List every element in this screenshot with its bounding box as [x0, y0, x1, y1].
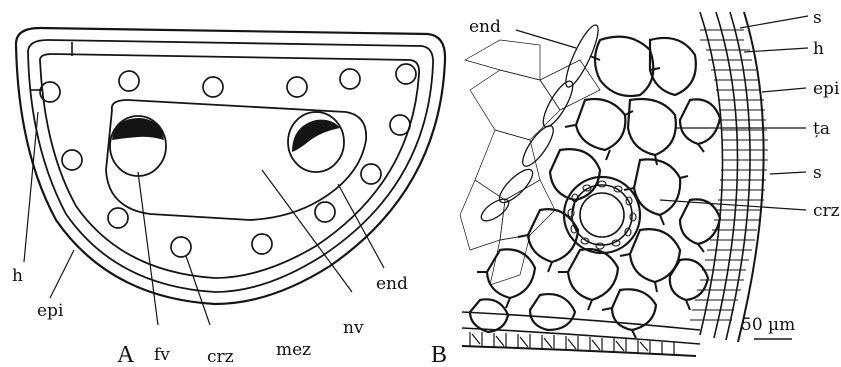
- label-crz-a: crz: [207, 347, 234, 367]
- label-end-a: end: [376, 274, 408, 294]
- label-s-top-b: s: [813, 8, 822, 28]
- leader-lines-a: [24, 112, 384, 325]
- canal: [396, 64, 416, 84]
- canal: [203, 77, 223, 97]
- panel-label-b: B: [431, 342, 447, 367]
- label-s-mid-b: s: [813, 163, 822, 183]
- panel-a-diagram: h epi fv crz mez nv end A: [12, 28, 445, 367]
- panel-label-a: A: [117, 342, 135, 367]
- canal: [171, 237, 191, 257]
- vascular-bundle-right: [288, 112, 344, 172]
- vascular-bundle-b: [564, 177, 640, 253]
- canal: [287, 77, 307, 97]
- label-crz-b: crz: [813, 201, 840, 221]
- label-fv-a: fv: [154, 345, 170, 365]
- label-h-b: h: [813, 39, 824, 59]
- label-ta-b: ța: [813, 119, 830, 139]
- mesophyll-boundary: [40, 54, 419, 278]
- canal: [315, 202, 335, 222]
- canal: [108, 208, 128, 228]
- scale-bar-label: 50 µm: [741, 315, 795, 335]
- panel-b-diagram: 50 µm end s h epi ța s crz B: [431, 8, 840, 367]
- canal: [340, 69, 360, 89]
- label-epi-a: epi: [37, 301, 64, 321]
- bottom-epidermis-band: [462, 312, 700, 356]
- label-mez-a: mez: [276, 340, 311, 360]
- canal: [361, 164, 381, 184]
- vascular-bundle-left: [110, 116, 166, 176]
- label-epi-b: epi: [813, 79, 840, 99]
- canal: [390, 115, 410, 135]
- leader-lines-b: [516, 16, 808, 210]
- label-end-b: end: [469, 17, 501, 37]
- label-nv-a: nv: [343, 318, 364, 338]
- canal: [119, 71, 139, 91]
- hypodermis-outline: [28, 40, 433, 292]
- label-h-a: h: [12, 266, 23, 286]
- canal: [62, 150, 82, 170]
- canal: [252, 234, 272, 254]
